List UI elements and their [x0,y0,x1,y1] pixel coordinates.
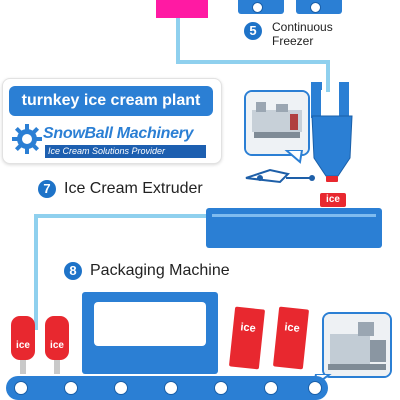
extruder-machine [245,82,353,184]
package-left: ice [228,306,266,370]
packaging-photo [324,314,390,376]
logo-tagline: Ice Cream Solutions Provider [45,145,206,158]
pink-machine-block [156,0,208,18]
step-7-title: Ice Cream Extruder [64,180,203,197]
popsicle-right-label: ice [50,340,64,351]
bubble-pointer [284,150,304,164]
freezer-unit-right [296,0,342,14]
step-5-title-line2: Freezer [272,34,314,48]
ice-tag-extruder: ice [320,193,346,207]
logo-name: SnowBall Machinery [43,125,194,142]
popsicle-right [45,316,69,374]
gear-icon [12,124,42,154]
step-8-number: 8 [64,262,82,280]
gauge-icon [310,2,321,13]
freezer-unit-left [238,0,284,14]
packaging-photo-bubble [322,312,392,378]
extruder-conveyor [206,208,382,248]
step-7-number: 7 [38,180,56,198]
package-right: ice [272,306,310,370]
extruder-photo [246,92,308,154]
package-left-label: ice [239,321,257,335]
banner-title: turnkey ice cream plant [9,86,213,116]
step-5-title-line1: Continuous [272,20,333,34]
package-right-label: ice [283,321,301,335]
bottom-conveyor-belt [6,376,328,400]
conveyor-stripe [212,214,376,217]
extruder-photo-bubble [244,90,310,156]
step-5-number: 5 [244,22,262,40]
step-8-title: Packaging Machine [90,262,230,279]
popsicle-left-label: ice [16,340,30,351]
gauge-icon [252,2,263,13]
brand-card: turnkey ice cream plant SnowBall Machine… [2,78,222,164]
popsicle-left [11,316,35,374]
packaging-machine [82,292,218,374]
packaging-window [94,302,206,346]
